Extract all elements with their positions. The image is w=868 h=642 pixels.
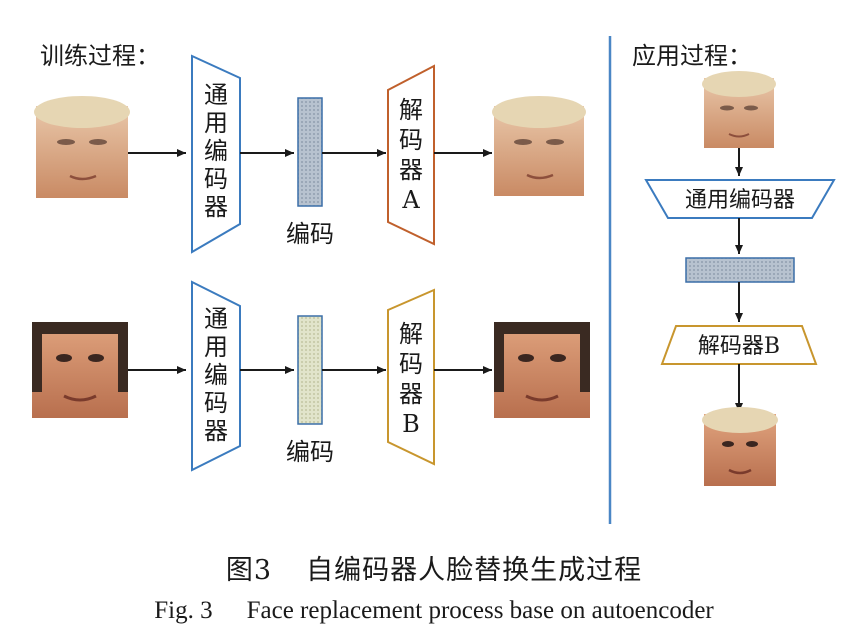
- face-photo-swapped-output: [702, 407, 778, 486]
- decoder-a-char: A: [401, 186, 420, 214]
- face-photo-cage-input: [32, 322, 128, 418]
- training-title: 训练过程：: [40, 42, 160, 70]
- decoder-a-char: 码: [399, 126, 423, 154]
- encoder-b-char: 用: [204, 333, 228, 361]
- decoder-b-char: 码: [399, 350, 423, 378]
- decoder-b-char: 器: [399, 380, 423, 408]
- figure-caption-en: Fig. 3 Face replacement process base on a…: [0, 597, 868, 625]
- code-label-b: 编码: [286, 438, 334, 466]
- app-encoder-trapezoid: [644, 179, 836, 219]
- encoder-b-label: 通 用 编 码 器: [204, 305, 228, 445]
- app-code-block: [685, 257, 795, 283]
- face-photo-trump-output: [492, 96, 586, 196]
- figure-caption-cn: 图3 自编码器人脸替换生成过程: [0, 548, 868, 587]
- encoder-b-char: 编: [204, 361, 228, 389]
- encoder-b-char: 器: [204, 417, 228, 445]
- code-block-a: [297, 97, 323, 207]
- caption-en-number: Fig. 3: [154, 597, 213, 624]
- code-block-b: [297, 315, 323, 425]
- decoder-b-label: 解 码 器 B: [399, 320, 423, 438]
- encoder-a-char: 码: [204, 165, 228, 193]
- encoder-trapezoid-b: [191, 280, 241, 472]
- decoder-trapezoid-a: [387, 64, 435, 246]
- encoder-a-char: 编: [204, 137, 228, 165]
- face-photo-trump-input: [34, 96, 130, 198]
- face-photo-cage-output: [494, 322, 590, 418]
- caption-en-text: Face replacement process base on autoenc…: [246, 597, 714, 624]
- encoder-b-char: 码: [204, 389, 228, 417]
- caption-cn-number: 图3: [225, 555, 273, 586]
- encoder-a-char: 通: [204, 81, 228, 109]
- face-photo-trump-app-input: [702, 71, 776, 148]
- decoder-a-char: 器: [399, 156, 423, 184]
- decoder-trapezoid-b: [387, 288, 435, 466]
- decoder-b-char: 解: [399, 320, 423, 348]
- decoder-b-char: B: [402, 410, 420, 438]
- code-label-a: 编码: [286, 220, 334, 248]
- decoder-a-char: 解: [399, 96, 423, 124]
- caption-cn-text: 自编码器人脸替换生成过程: [306, 555, 643, 586]
- encoder-b-char: 通: [204, 305, 228, 333]
- app-encoder-label: 通用编码器: [685, 188, 795, 213]
- encoder-a-char: 用: [204, 109, 228, 137]
- encoder-a-char: 器: [204, 193, 228, 221]
- application-title: 应用过程：: [632, 42, 752, 70]
- encoder-trapezoid-a: [191, 54, 241, 254]
- encoder-a-label: 通 用 编 码 器: [204, 81, 228, 221]
- decoder-a-label: 解 码 器 A: [399, 96, 423, 214]
- app-decoder-label: 解码器B: [698, 334, 780, 359]
- app-decoder-trapezoid: [660, 325, 818, 365]
